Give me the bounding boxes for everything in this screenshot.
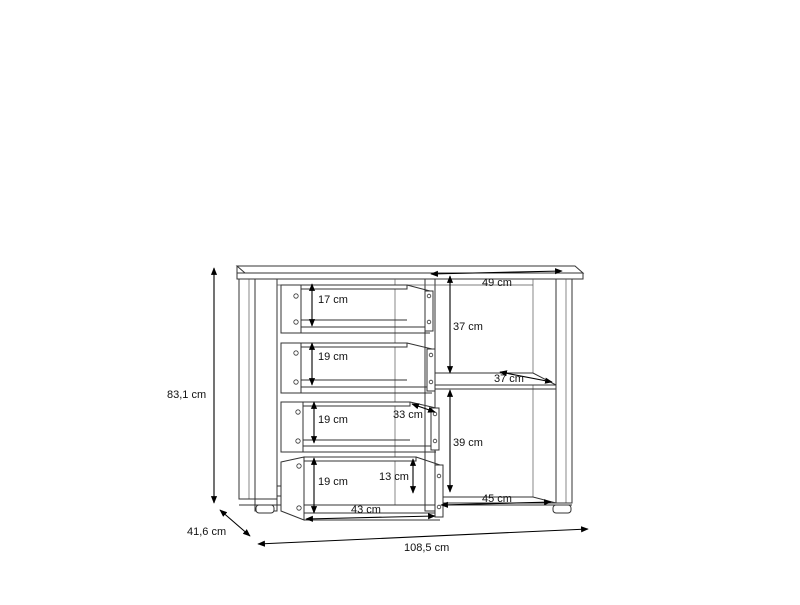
label-drawer-inner-width: 43 cm <box>351 504 381 516</box>
drawer-width-arrow <box>305 513 436 522</box>
label-depth-total: 41,6 cm <box>187 526 226 538</box>
label-height-total: 83,1 cm <box>167 389 206 401</box>
shelf-depth-arrow <box>499 370 553 384</box>
label-drawer-2-height: 19 cm <box>318 351 348 363</box>
shelf-width-arrow <box>430 268 563 277</box>
dimension-labels: 83,1 cm 41,6 cm 108,5 cm 17 cm 19 cm 19 … <box>167 277 524 554</box>
label-width-total: 108,5 cm <box>404 542 449 554</box>
label-compartment-lower-height: 39 cm <box>453 437 483 449</box>
drawer-4[interactable] <box>276 456 444 521</box>
drawer-depth-arrow <box>411 403 436 413</box>
label-compartment-bottom-width: 45 cm <box>482 493 512 505</box>
drawer-3-front <box>280 401 304 453</box>
left-front-frame <box>254 278 278 512</box>
drawer-1[interactable] <box>280 284 434 334</box>
drawer-4-back <box>434 464 444 518</box>
label-drawer-4-height: 19 cm <box>318 476 348 488</box>
label-drawer-1-height: 17 cm <box>318 294 348 306</box>
top-board-front <box>236 272 584 280</box>
drawer-4-handle <box>276 485 282 497</box>
label-shelf-depth: 37 cm <box>494 373 524 385</box>
drawer-2-back <box>426 348 436 392</box>
drawer-3[interactable] <box>280 401 440 453</box>
dimension-lines <box>210 267 589 547</box>
right-side-panel <box>555 278 573 504</box>
drawer-1-back <box>424 290 434 332</box>
label-drawer-inner-height: 13 cm <box>379 471 409 483</box>
label-compartment-upper-height: 37 cm <box>453 321 483 333</box>
left-side-panel <box>238 278 256 500</box>
bottom-width-arrow <box>440 499 552 508</box>
label-drawer-3-height: 19 cm <box>318 414 348 426</box>
drawer-1-front <box>280 284 302 334</box>
depth-arrow <box>219 509 251 537</box>
label-shelf-top-width: 49 cm <box>482 277 512 289</box>
foot-left <box>255 504 275 514</box>
foot-right <box>552 504 572 514</box>
width-arrow <box>257 526 589 547</box>
middle-divider <box>424 278 436 512</box>
drawer-2-front <box>280 342 302 394</box>
label-drawer-inner-depth: 33 cm <box>393 409 423 421</box>
drawer-2[interactable] <box>280 342 436 394</box>
